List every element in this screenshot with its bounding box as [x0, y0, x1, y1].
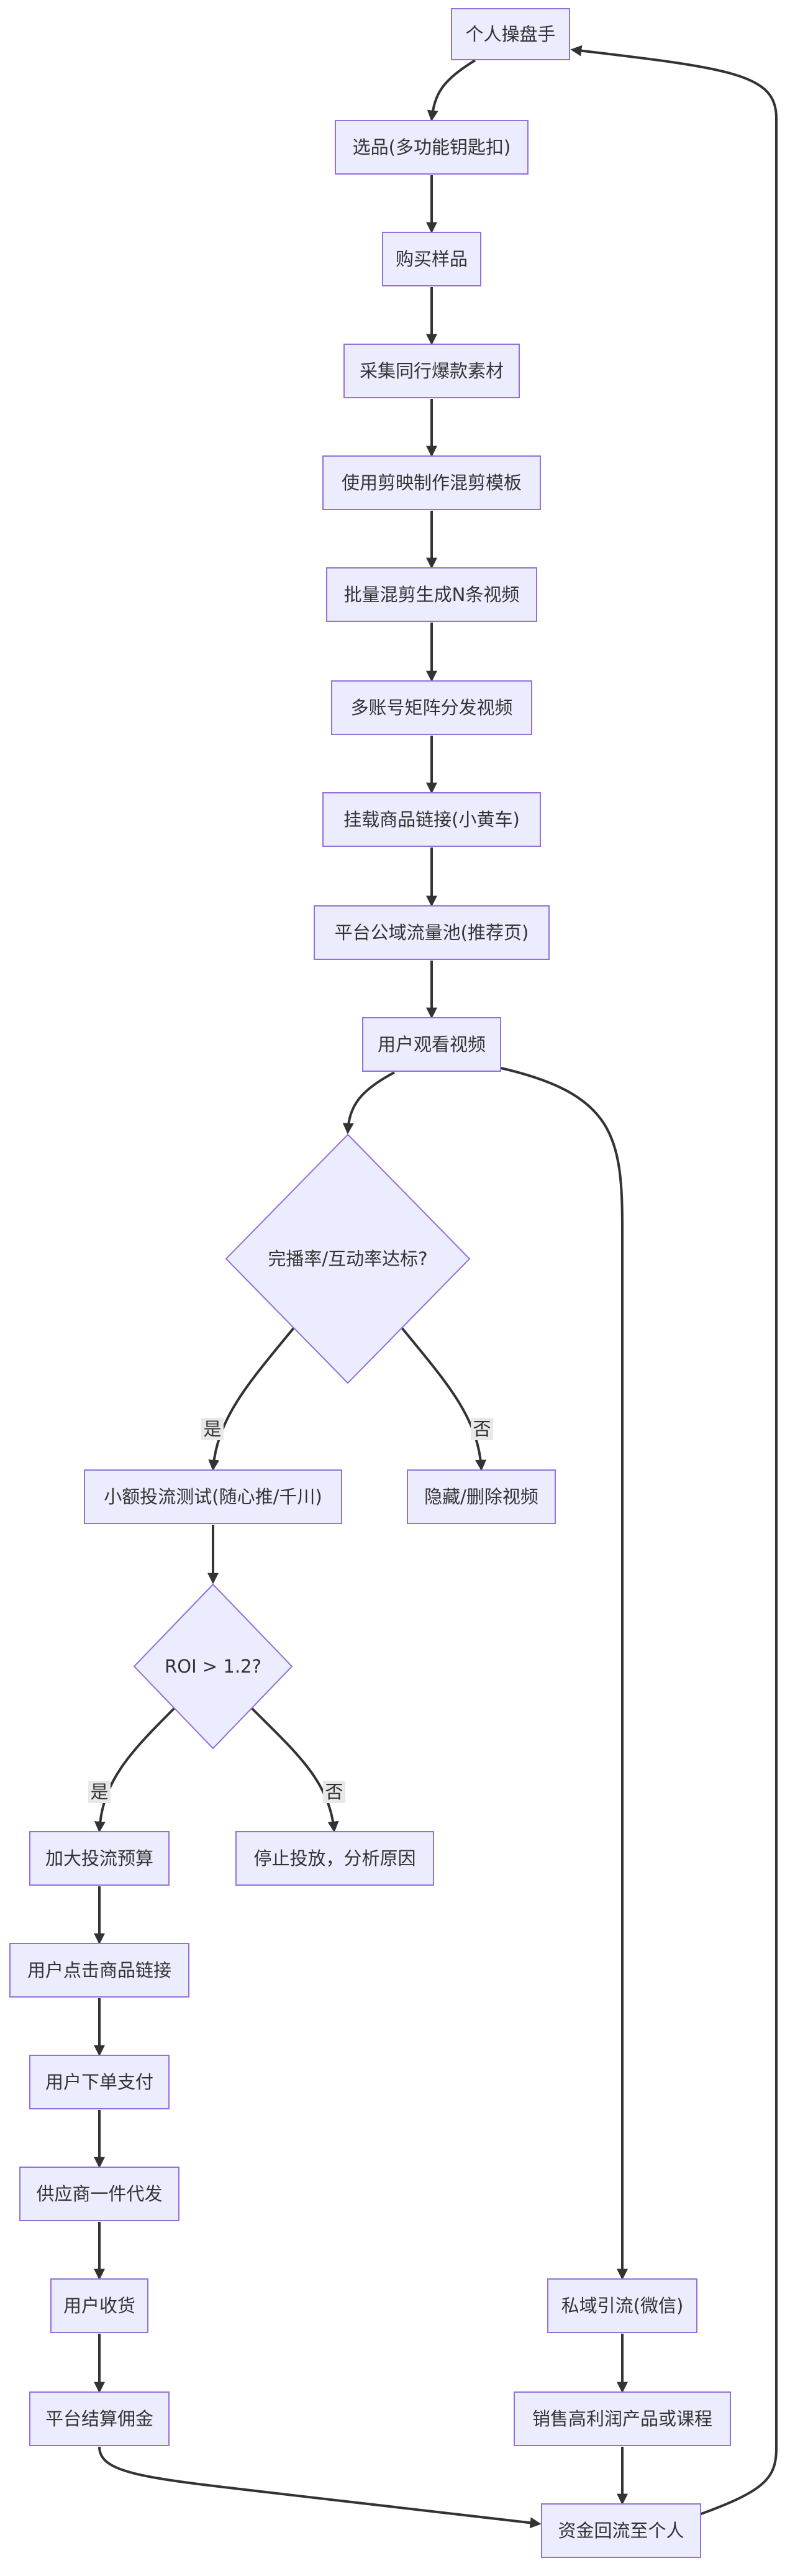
node-cart[interactable]: 挂载商品链接(小黄车): [322, 792, 541, 847]
svg-text:ROI > 1.2?: ROI > 1.2?: [165, 1656, 261, 1677]
svg-text:销售高利润产品或课程: 销售高利润产品或课程: [532, 2408, 712, 2429]
edge-fund-trader: [570, 45, 778, 2518]
svg-text:完播率/互动率达标?: 完播率/互动率达标?: [268, 1248, 427, 1269]
svg-text:隐藏/删除视频: 隐藏/删除视频: [424, 1486, 538, 1507]
node-receive[interactable]: 用户收货: [50, 2278, 148, 2333]
svg-text:加大投流预算: 加大投流预算: [45, 1848, 153, 1869]
edge-label-bg: [323, 1781, 345, 1803]
edge-watch-check-rate: [342, 1071, 395, 1135]
node-small-test[interactable]: 小额投流测试(随心推/千川): [84, 1469, 342, 1524]
svg-text:多账号矩阵分发视频: 多账号矩阵分发视频: [350, 697, 512, 718]
edge-commission-fund: [98, 2446, 542, 2529]
node-pool[interactable]: 平台公域流量池(推荐页): [314, 905, 550, 960]
edge-label-no-rate: 否: [471, 1418, 493, 1440]
node-template[interactable]: 使用剪映制作混剪模板: [322, 455, 541, 510]
svg-text:供应商一件代发: 供应商一件代发: [36, 2183, 162, 2204]
edges: [94, 45, 778, 2529]
edge-watch-private: [497, 1066, 628, 2280]
svg-text:个人操盘手: 个人操盘手: [465, 24, 555, 45]
edge-trader-select: [427, 59, 476, 122]
edge-label-text: 是: [203, 1418, 221, 1440]
node-trader[interactable]: 个人操盘手: [451, 8, 570, 60]
node-commission[interactable]: 平台结算佣金: [29, 2391, 170, 2446]
node-select[interactable]: 选品(多功能钥匙扣): [335, 120, 529, 175]
svg-text:私域引流(微信): 私域引流(微信): [561, 2295, 684, 2316]
svg-text:采集同行爆款素材: 采集同行爆款素材: [360, 360, 504, 381]
svg-text:用户收货: 用户收货: [63, 2295, 135, 2316]
node-check-roi[interactable]: ROI > 1.2?: [133, 1583, 293, 1750]
edge-label-bg: [88, 1781, 111, 1803]
edge-label-text: 是: [90, 1781, 108, 1802]
node-collect[interactable]: 采集同行爆款素材: [343, 344, 520, 398]
node-stop[interactable]: 停止投放，分析原因: [235, 1831, 434, 1886]
edge-labels: 是 否 是 否: [88, 1418, 493, 1803]
svg-text:使用剪映制作混剪模板: 使用剪映制作混剪模板: [342, 472, 522, 493]
svg-text:资金回流至个人: 资金回流至个人: [558, 2520, 684, 2541]
node-increase[interactable]: 加大投流预算: [29, 1831, 170, 1886]
edge-label-bg: [201, 1418, 224, 1440]
edge-label-no-roi: 否: [323, 1781, 345, 1803]
svg-text:购买样品: 购买样品: [396, 249, 468, 270]
svg-text:挂载商品链接(小黄车): 挂载商品链接(小黄车): [343, 809, 520, 830]
nodes: 个人操盘手 选品(多功能钥匙扣) 购买样品 采集同行爆款素材 使用剪映制作混剪模…: [9, 8, 731, 2558]
node-private[interactable]: 私域引流(微信): [547, 2278, 697, 2333]
svg-text:小额投流测试(随心推/千川): 小额投流测试(随心推/千川): [104, 1486, 322, 1507]
svg-text:平台结算佣金: 平台结算佣金: [45, 2408, 153, 2429]
svg-text:选品(多功能钥匙扣): 选品(多功能钥匙扣): [353, 137, 511, 158]
edge-label-yes-roi: 是: [88, 1781, 111, 1803]
node-batch[interactable]: 批量混剪生成N条视频: [326, 567, 537, 622]
svg-text:停止投放，分析原因: 停止投放，分析原因: [253, 1848, 415, 1869]
node-pay[interactable]: 用户下单支付: [29, 2055, 170, 2109]
edge-check-rate-small-test: [208, 1326, 296, 1471]
edge-check-roi-stop: [250, 1706, 339, 1833]
edge-label-bg: [471, 1418, 493, 1440]
svg-text:批量混剪生成N条视频: 批量混剪生成N条视频: [344, 584, 520, 605]
svg-text:平台公域流量池(推荐页): 平台公域流量池(推荐页): [335, 922, 529, 943]
node-supplier[interactable]: 供应商一件代发: [19, 2167, 179, 2221]
edge-label-text: 否: [325, 1781, 343, 1802]
node-watch[interactable]: 用户观看视频: [362, 1017, 501, 1072]
edge-label-text: 否: [473, 1418, 491, 1440]
node-matrix[interactable]: 多账号矩阵分发视频: [331, 680, 532, 735]
node-sample[interactable]: 购买样品: [382, 232, 481, 286]
node-sell[interactable]: 销售高利润产品或课程: [514, 2391, 731, 2446]
node-check-rate[interactable]: 完播率/互动率达标?: [225, 1133, 471, 1384]
node-click[interactable]: 用户点击商品链接: [9, 1943, 189, 1998]
edge-label-yes-rate: 是: [201, 1418, 224, 1440]
node-hide[interactable]: 隐藏/删除视频: [407, 1469, 556, 1524]
edge-check-rate-hide: [400, 1326, 487, 1471]
svg-text:用户下单支付: 用户下单支付: [45, 2071, 153, 2093]
edge-check-roi-increase: [94, 1706, 176, 1833]
svg-text:用户点击商品链接: 用户点击商品链接: [27, 1960, 171, 1981]
svg-text:用户观看视频: 用户观看视频: [378, 1034, 486, 1055]
node-fund[interactable]: 资金回流至个人: [541, 2503, 701, 2558]
